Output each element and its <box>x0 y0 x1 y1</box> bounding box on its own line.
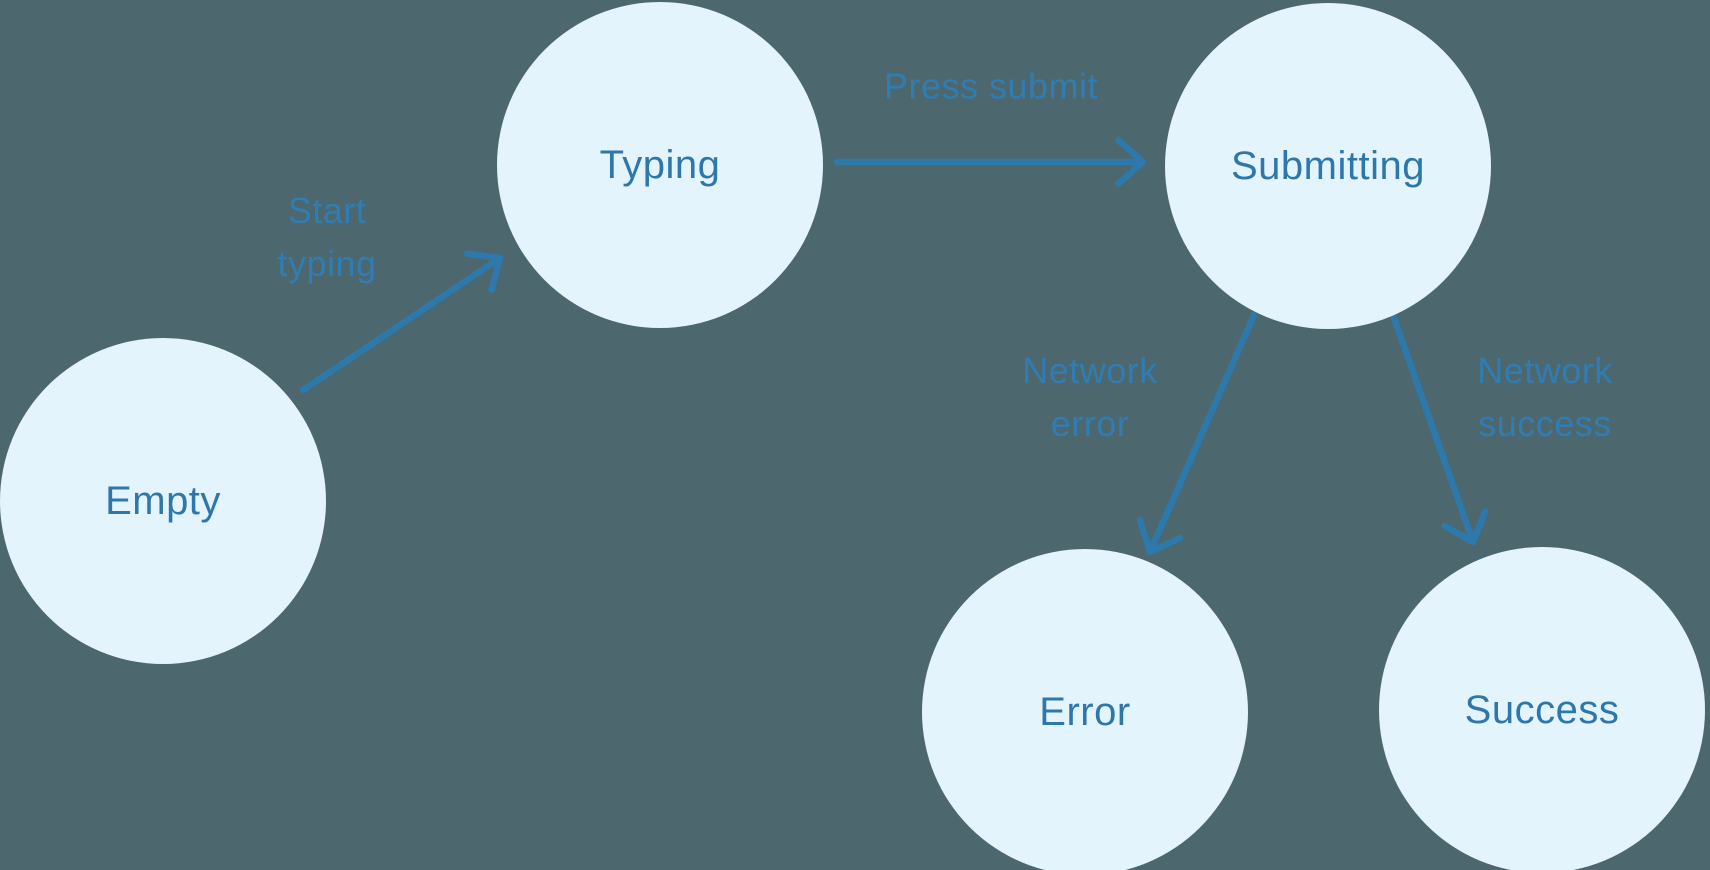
state-node-empty-label: Empty <box>105 478 221 523</box>
state-node-submitting-label: Submitting <box>1231 143 1425 188</box>
arrow-typing-to-submitting-head <box>1114 158 1147 188</box>
arrow-submitting-to-error-shaft <box>1148 311 1258 552</box>
edge-label-start-typing: Start typing <box>277 184 376 290</box>
edge-label-line: typing <box>277 243 377 284</box>
state-node-submitting: Submitting <box>1165 3 1491 329</box>
arrow-empty-to-typing-head <box>488 254 504 294</box>
state-node-empty: Empty <box>0 338 326 664</box>
arrow-typing-to-submitting-head <box>1114 136 1147 166</box>
edge-label-line: Network <box>1477 350 1613 391</box>
arrow-empty-to-typing-shaft <box>299 256 500 394</box>
edge-label-line: success <box>1478 403 1612 444</box>
arrow-submitting-to-error-head <box>1136 517 1154 556</box>
edge-label-line: error <box>1050 403 1130 444</box>
arrow-submitting-to-error-head <box>1146 534 1184 556</box>
arrow-empty-to-typing-head <box>464 250 504 262</box>
arrow-submitting-to-success-head <box>1469 508 1489 546</box>
edge-label-line: Press submit <box>883 65 1099 107</box>
state-node-typing: Typing <box>497 2 823 328</box>
edge-label-line: Start <box>287 190 367 231</box>
edge-label-press-submit: Press submit <box>884 60 1098 113</box>
edge-label-network-error: Network error <box>1022 344 1158 450</box>
state-node-typing-label: Typing <box>599 142 721 187</box>
arrow-submitting-to-success-head <box>1440 522 1477 546</box>
edge-label-line: Network <box>1022 350 1158 391</box>
arrow-submitting-to-success-shaft <box>1390 314 1475 542</box>
state-node-success-label: Success <box>1464 687 1620 732</box>
edge-label-network-success: Network success <box>1477 344 1613 450</box>
state-node-error-label: Error <box>1039 689 1131 734</box>
state-node-error: Error <box>922 549 1248 870</box>
state-node-success: Success <box>1379 547 1705 870</box>
